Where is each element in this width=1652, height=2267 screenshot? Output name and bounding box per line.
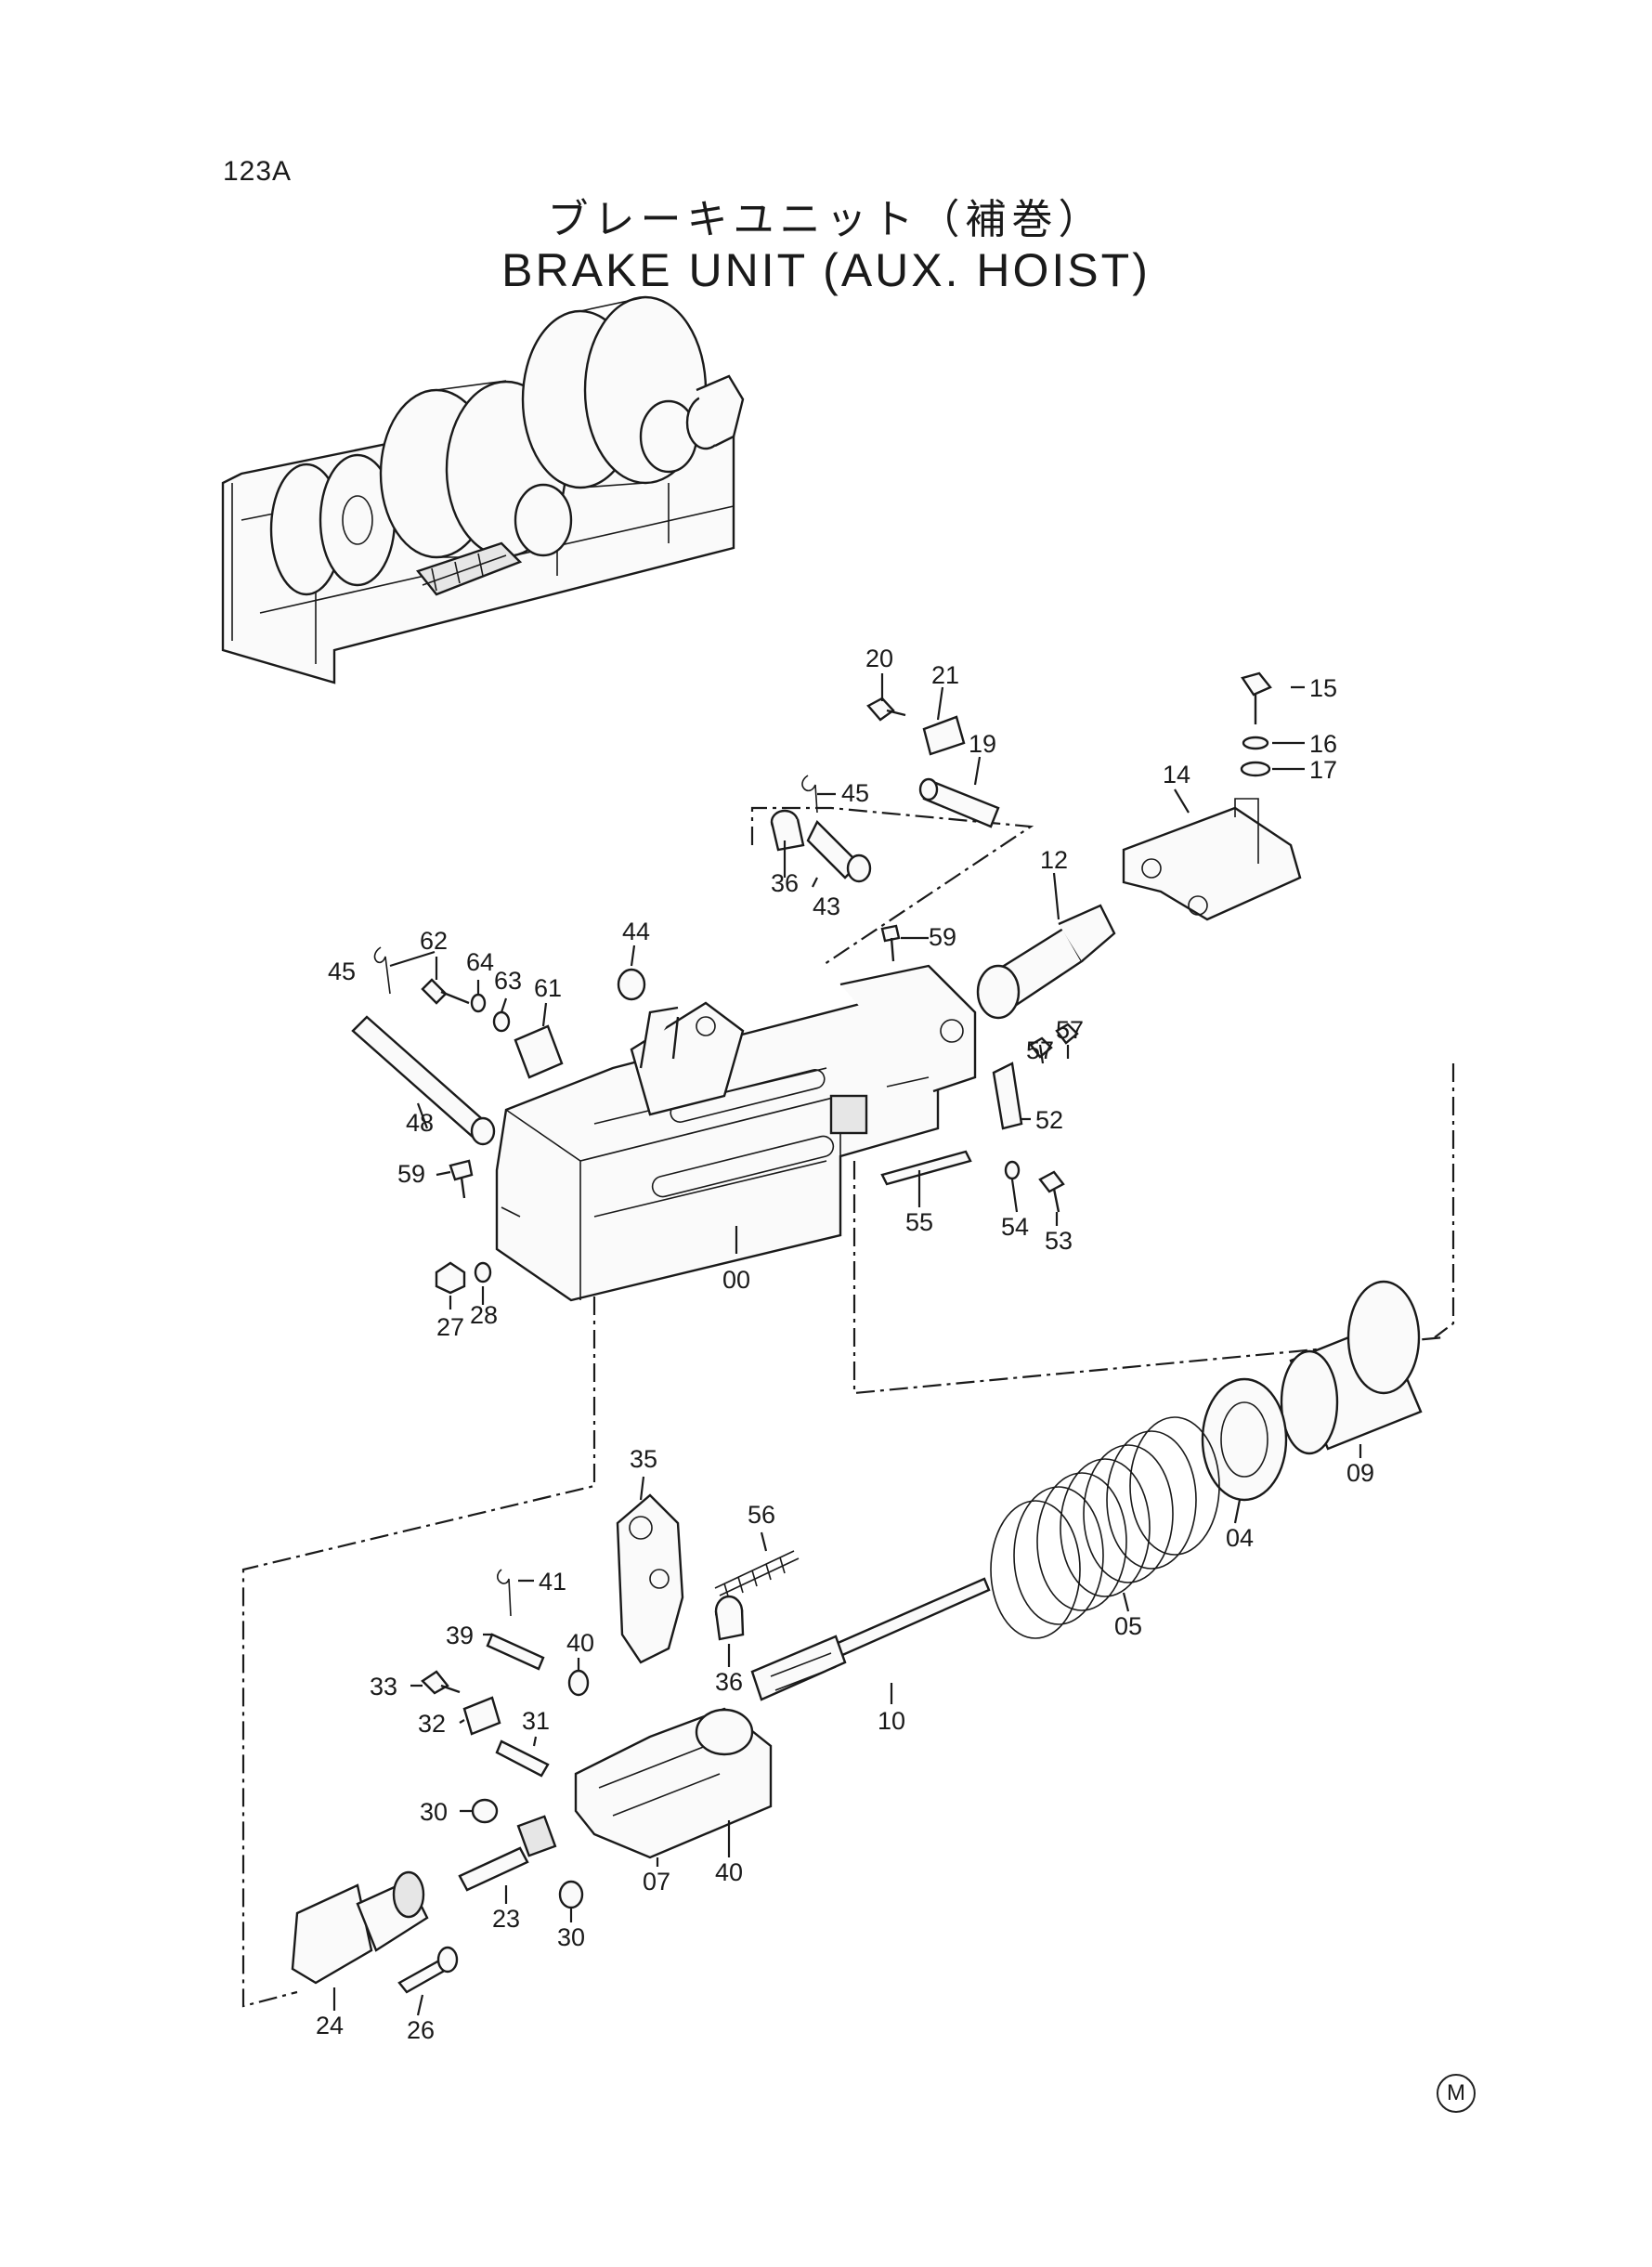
callout-30-lower: 30 xyxy=(557,1923,585,1951)
callout-54: 54 xyxy=(1001,1213,1029,1241)
callout-17: 17 xyxy=(1309,756,1337,784)
callout-32: 32 xyxy=(418,1710,446,1738)
callout-62: 62 xyxy=(420,927,448,955)
parts xyxy=(291,671,1423,1994)
callout-labels: 15 16 17 20 21 19 45 14 36 43 12 44 59 6… xyxy=(316,645,1374,2044)
callout-59-left: 59 xyxy=(397,1160,425,1188)
callout-45-top: 45 xyxy=(841,779,869,807)
title-japanese: ブレーキユニット（補巻） xyxy=(547,196,1105,243)
callout-23: 23 xyxy=(492,1905,520,1933)
callout-36-top: 36 xyxy=(771,869,799,897)
callout-43: 43 xyxy=(813,892,840,920)
callout-35: 35 xyxy=(630,1445,657,1473)
callout-36-lower: 36 xyxy=(715,1668,743,1696)
page-code: 123A xyxy=(223,156,293,187)
callout-04: 04 xyxy=(1226,1524,1254,1552)
callout-61: 61 xyxy=(534,974,562,1002)
callout-40-upper: 40 xyxy=(566,1629,594,1657)
callout-53: 53 xyxy=(1045,1227,1073,1255)
callout-33: 33 xyxy=(370,1673,397,1700)
callout-56: 56 xyxy=(748,1501,775,1529)
callout-64: 64 xyxy=(466,948,494,976)
callout-00: 00 xyxy=(722,1266,750,1294)
callout-09: 09 xyxy=(1346,1459,1374,1487)
callout-27: 27 xyxy=(436,1313,464,1341)
callout-24: 24 xyxy=(316,2012,344,2039)
callout-44: 44 xyxy=(622,918,650,945)
callout-59-top: 59 xyxy=(929,923,956,951)
callout-07: 07 xyxy=(643,1868,670,1896)
callout-05: 05 xyxy=(1114,1612,1142,1640)
callout-40-lower: 40 xyxy=(715,1858,743,1886)
callout-39: 39 xyxy=(446,1622,474,1649)
corner-mark: M xyxy=(1437,2074,1476,2113)
callout-21: 21 xyxy=(931,661,959,689)
brake-frame xyxy=(495,964,977,1302)
callout-16: 16 xyxy=(1309,730,1337,758)
callout-10: 10 xyxy=(878,1707,905,1735)
leader-lines xyxy=(332,673,1362,2016)
callout-19: 19 xyxy=(969,730,996,758)
callout-41: 41 xyxy=(539,1568,566,1596)
callout-55: 55 xyxy=(905,1208,933,1236)
callout-15: 15 xyxy=(1309,674,1337,702)
callout-28: 28 xyxy=(470,1301,498,1329)
title-english: BRAKE UNIT (AUX. HOIST) xyxy=(501,244,1151,296)
callout-26: 26 xyxy=(407,2016,435,2044)
callout-14: 14 xyxy=(1163,761,1190,788)
callout-20: 20 xyxy=(865,645,893,672)
callout-48: 48 xyxy=(406,1109,434,1137)
callout-12: 12 xyxy=(1040,846,1068,874)
callout-57-right: 57 xyxy=(1056,1016,1084,1044)
callout-63: 63 xyxy=(494,967,522,995)
callout-30-left: 30 xyxy=(420,1798,448,1826)
callout-57-left: 57 xyxy=(1026,1036,1054,1064)
winch-overview-illustration xyxy=(221,295,745,684)
callout-31: 31 xyxy=(522,1707,550,1735)
assembly-guide-lines xyxy=(241,806,1455,2008)
callout-45-left: 45 xyxy=(328,958,356,985)
callout-52: 52 xyxy=(1035,1106,1063,1134)
